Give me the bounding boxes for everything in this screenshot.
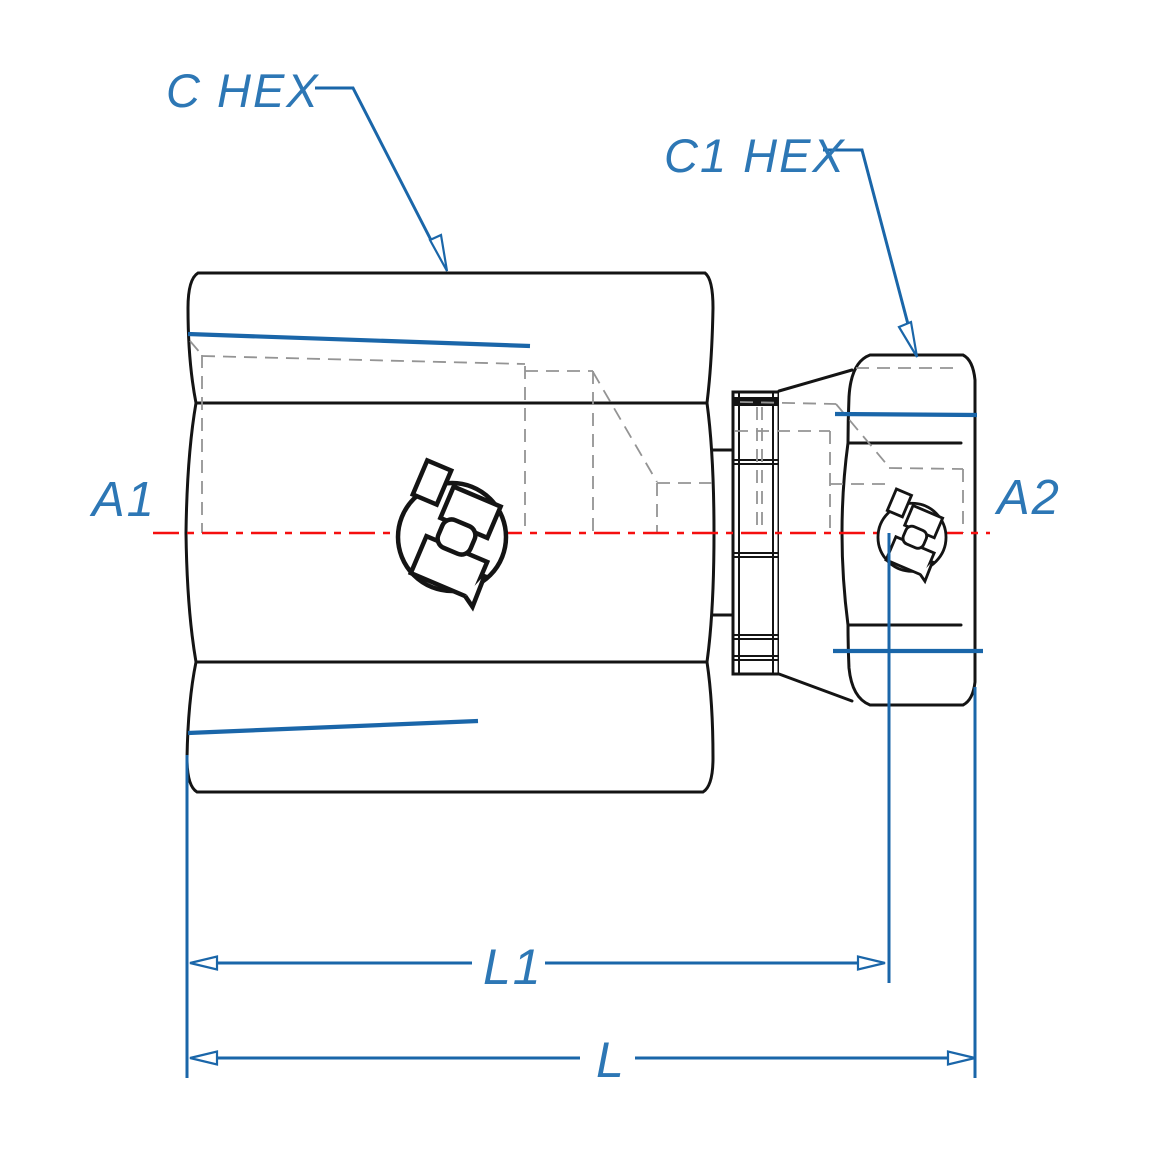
dim-arrow-right	[856, 955, 886, 971]
label-l1: L1	[483, 939, 543, 995]
label-l: L	[596, 1032, 626, 1088]
collar-groove-band	[734, 397, 778, 406]
dim-arrow-right	[946, 1050, 976, 1066]
flare-fill	[779, 368, 855, 702]
dimension-l	[189, 1050, 976, 1066]
label-c1-hex: C1 HEX	[664, 129, 846, 182]
flare-bottom-line	[777, 672, 854, 703]
label-a2: A2	[994, 471, 1061, 525]
dimension-l1	[189, 955, 886, 971]
hidden-thread-lines	[189, 340, 964, 533]
label-a1: A1	[89, 473, 156, 527]
dim-arrow-left	[189, 955, 219, 971]
facet-highlight-top	[187, 331, 531, 349]
label-c-hex: C HEX	[166, 64, 320, 117]
annotations: C HEX C1 HEX A1 A2 L1 L	[89, 64, 1061, 1088]
leader-arrowhead	[428, 233, 449, 272]
flare-top-line	[777, 368, 854, 393]
dim-arrow-left	[189, 1050, 219, 1066]
collar-groove-lines	[733, 459, 779, 661]
small-hex-highlight-top	[834, 411, 978, 418]
leader-c-hex	[315, 86, 449, 272]
leader-c1-hex	[823, 148, 919, 358]
facet-highlight-bottom	[187, 718, 479, 736]
leader-arrowhead	[897, 320, 919, 358]
